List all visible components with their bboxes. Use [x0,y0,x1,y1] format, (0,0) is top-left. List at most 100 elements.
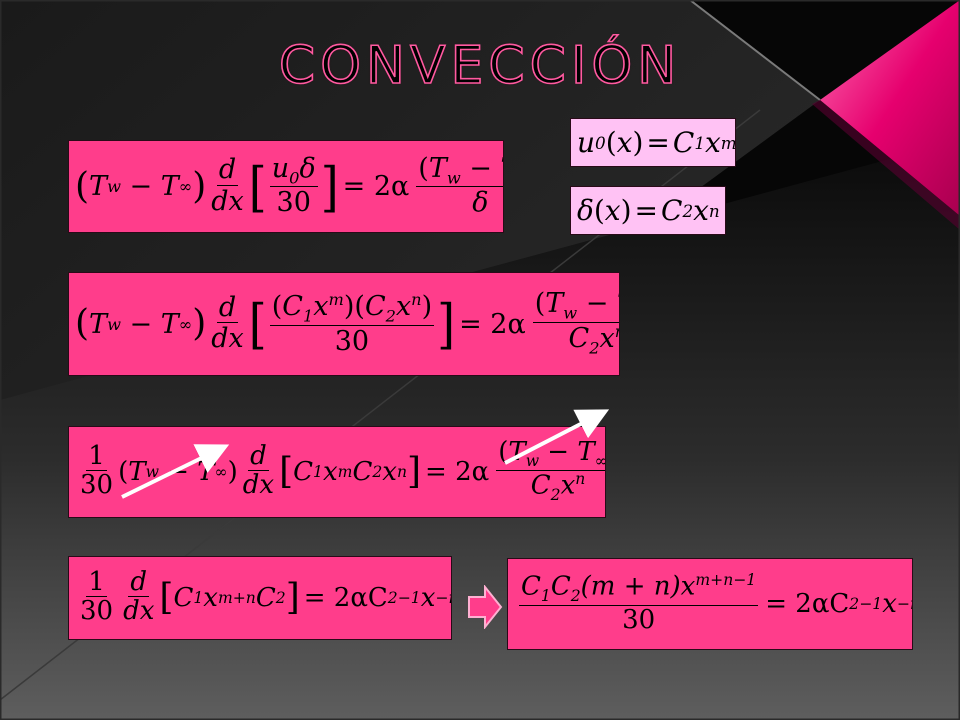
sub-w: w [446,168,461,188]
sub-2: 2 [682,200,694,221]
symbol-Tw: T [545,288,564,320]
symbol-x: x [322,457,338,487]
bracket-open: [ [159,577,174,618]
exponent-n: n [396,463,407,481]
one-thirtieth: 1 30 [78,442,115,501]
equals-sign: = [646,126,670,159]
symbol-x: x [203,583,218,613]
derivative-d: d [216,291,239,324]
symbol-x: x [705,126,721,159]
symbol-x: x [616,126,633,159]
symbol-x: x [882,589,897,619]
right-arrow-icon [468,585,503,629]
number-30: 30 [622,604,656,635]
rhs-fraction: (Tw − T∞) C2xn [496,437,605,504]
symbol-Tinf: T [577,437,595,468]
symbol-x: x [604,194,621,227]
number-30: 30 [334,325,370,357]
equals-2alpha: = 2α [342,171,410,202]
paren-open: ( [75,165,90,207]
symbol-Tw: T [128,457,146,487]
number-30: 30 [80,596,114,627]
symbol-u: u [271,152,290,184]
equals-2alpha: = 2α [459,308,526,340]
symbol-C: C [255,583,276,613]
exponent-m: m [720,132,736,153]
sub-w: w [107,314,121,334]
bracket-fraction: (C1xm)(C2xn) 30 [269,290,435,357]
sub-w: w [107,177,121,196]
sub-2: 2 [385,306,396,326]
derivative-fraction: d dx [241,440,276,501]
symbol-x: x [599,322,615,354]
derivative-d: d [216,154,239,186]
derivative-fraction: d dx [209,154,246,216]
sub-w: w [563,303,578,323]
exponent-minus-1: −1 [859,595,883,613]
equals-2alpha: = 2α [425,457,490,487]
symbol-C: C [352,457,373,487]
rhs-fraction: (Tw − T∞) δ [416,152,503,219]
symbol-C: C [293,457,314,487]
symbol-Tinf: T [160,171,179,202]
symbol-x: x [382,457,397,487]
equals-2alpha-C: = 2αC [765,589,850,619]
symbol-x: x [693,194,709,227]
bracket-close: ] [320,155,339,218]
symbol-x: x [420,583,436,613]
sub-2: 2 [275,589,286,607]
exponent-m: m [337,463,353,481]
exponent-n: n [575,469,586,488]
sub-w: w [145,463,159,481]
derivative-fraction: d dx [121,568,156,627]
one-thirtieth: 1 30 [78,566,115,627]
bracket-close: ] [437,292,456,356]
paren-close: ) [192,165,207,207]
exponent-m-plus-n: m+n [217,589,256,607]
sub-2: 2 [570,587,581,606]
number-30: 30 [276,187,311,219]
symbol-C: C [530,470,551,501]
symbol-delta: δ [472,187,489,219]
exponent-minus-1: −1 [397,589,421,607]
sub-0: 0 [595,132,606,153]
exponent-m-plus-n-minus-1: m+n−1 [695,571,757,590]
sub-inf: ∞ [595,453,605,471]
derivative-d: d [248,440,269,472]
paren-open: ( [75,303,90,344]
exponent-n: n [708,200,720,221]
bracket-close: ] [406,451,422,492]
exponent-n: n [411,290,422,310]
symbol-Tinf: T [160,308,179,340]
pink-corner-shape [820,0,960,216]
sub-0: 0 [289,168,300,188]
number-1: 1 [86,566,107,598]
m-plus-n: (m + n) [580,572,681,603]
symbol-delta: δ [577,194,594,227]
symbol-Tw: T [89,171,108,202]
sub-2: 2 [372,463,383,481]
symbol-C: C [521,572,541,603]
sub-w: w [525,452,540,471]
sub-2: 2 [387,589,398,607]
symbol-x: x [395,291,412,323]
symbol-C: C [672,126,695,159]
symbol-Tw: T [428,152,447,184]
exponent-minus-n: −n [896,595,912,613]
sub-2: 2 [849,595,860,613]
symbol-C: C [282,291,303,323]
result-fraction: C1C2(m + n)xm+n−1 30 [519,571,759,635]
symbol-Tw: T [89,308,108,340]
bracket-open: [ [248,292,267,356]
paren-close: ) [192,303,207,344]
sub-2: 2 [550,485,561,504]
symbol-x: x [680,572,696,603]
sub-inf: ∞ [214,463,228,481]
exponent-n: n [615,322,619,341]
